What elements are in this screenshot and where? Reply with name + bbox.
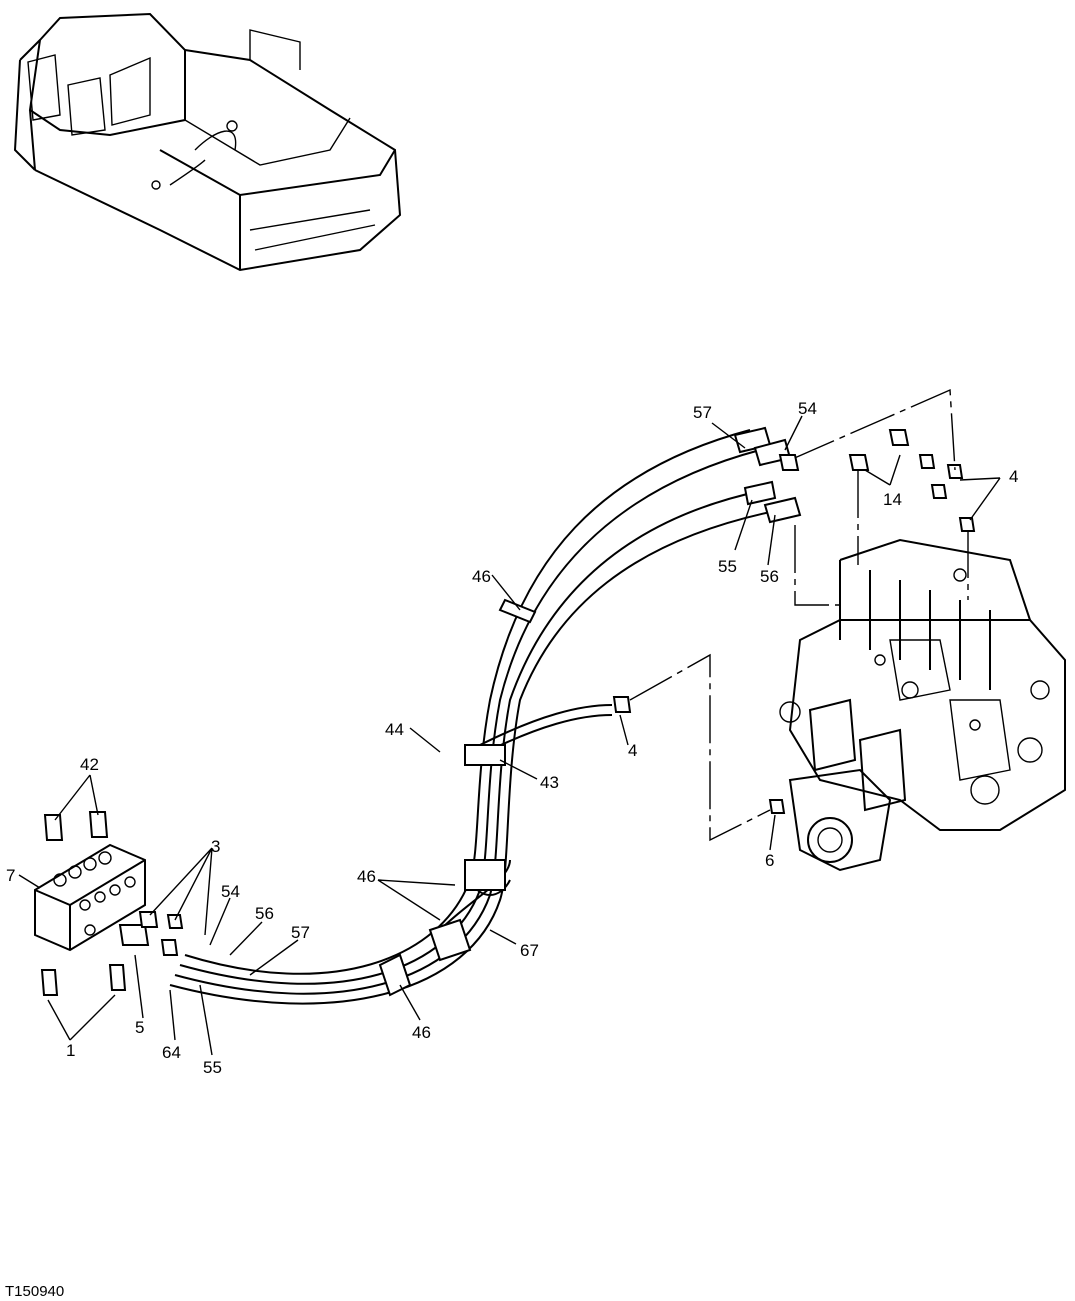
callout-64: 64 (162, 1043, 181, 1062)
callout-44: 44 (385, 720, 404, 739)
upper-hose-fittings (733, 426, 802, 524)
callout-46: 46 (357, 867, 376, 886)
callout-4: 4 (1009, 467, 1018, 486)
callout-3: 3 (211, 837, 220, 856)
callout-54: 54 (221, 882, 240, 901)
callout-67: 67 (520, 941, 539, 960)
connection-dash-lines (629, 388, 969, 842)
callout-55: 55 (203, 1058, 222, 1077)
callout-46: 46 (472, 567, 491, 586)
callout-labels: 57 54 14 4 46 55 56 44 43 4 42 7 3 54 56… (6, 399, 1018, 1077)
figure-id: T150940 (5, 1283, 64, 1300)
excavator-overview-illustration (13, 12, 402, 272)
callout-54: 54 (798, 399, 817, 418)
callout-57: 57 (291, 923, 310, 942)
callout-46: 46 (412, 1023, 431, 1042)
valve-fittings (612, 429, 976, 814)
manifold-block-illustration (34, 811, 184, 996)
callout-7: 7 (6, 866, 15, 885)
callout-55: 55 (718, 557, 737, 576)
callout-57: 57 (693, 403, 712, 422)
callout-42: 42 (80, 755, 99, 774)
callout-4: 4 (628, 741, 637, 760)
callout-14: 14 (883, 490, 902, 509)
callout-43: 43 (540, 773, 559, 792)
leader-lines (18, 415, 1001, 1056)
callout-1: 1 (66, 1041, 75, 1060)
callout-56: 56 (760, 567, 779, 586)
hose-bundle (169, 429, 781, 1005)
callout-56: 56 (255, 904, 274, 923)
callout-6: 6 (765, 851, 774, 870)
control-valve-illustration (779, 538, 1066, 872)
callout-5: 5 (135, 1018, 144, 1037)
